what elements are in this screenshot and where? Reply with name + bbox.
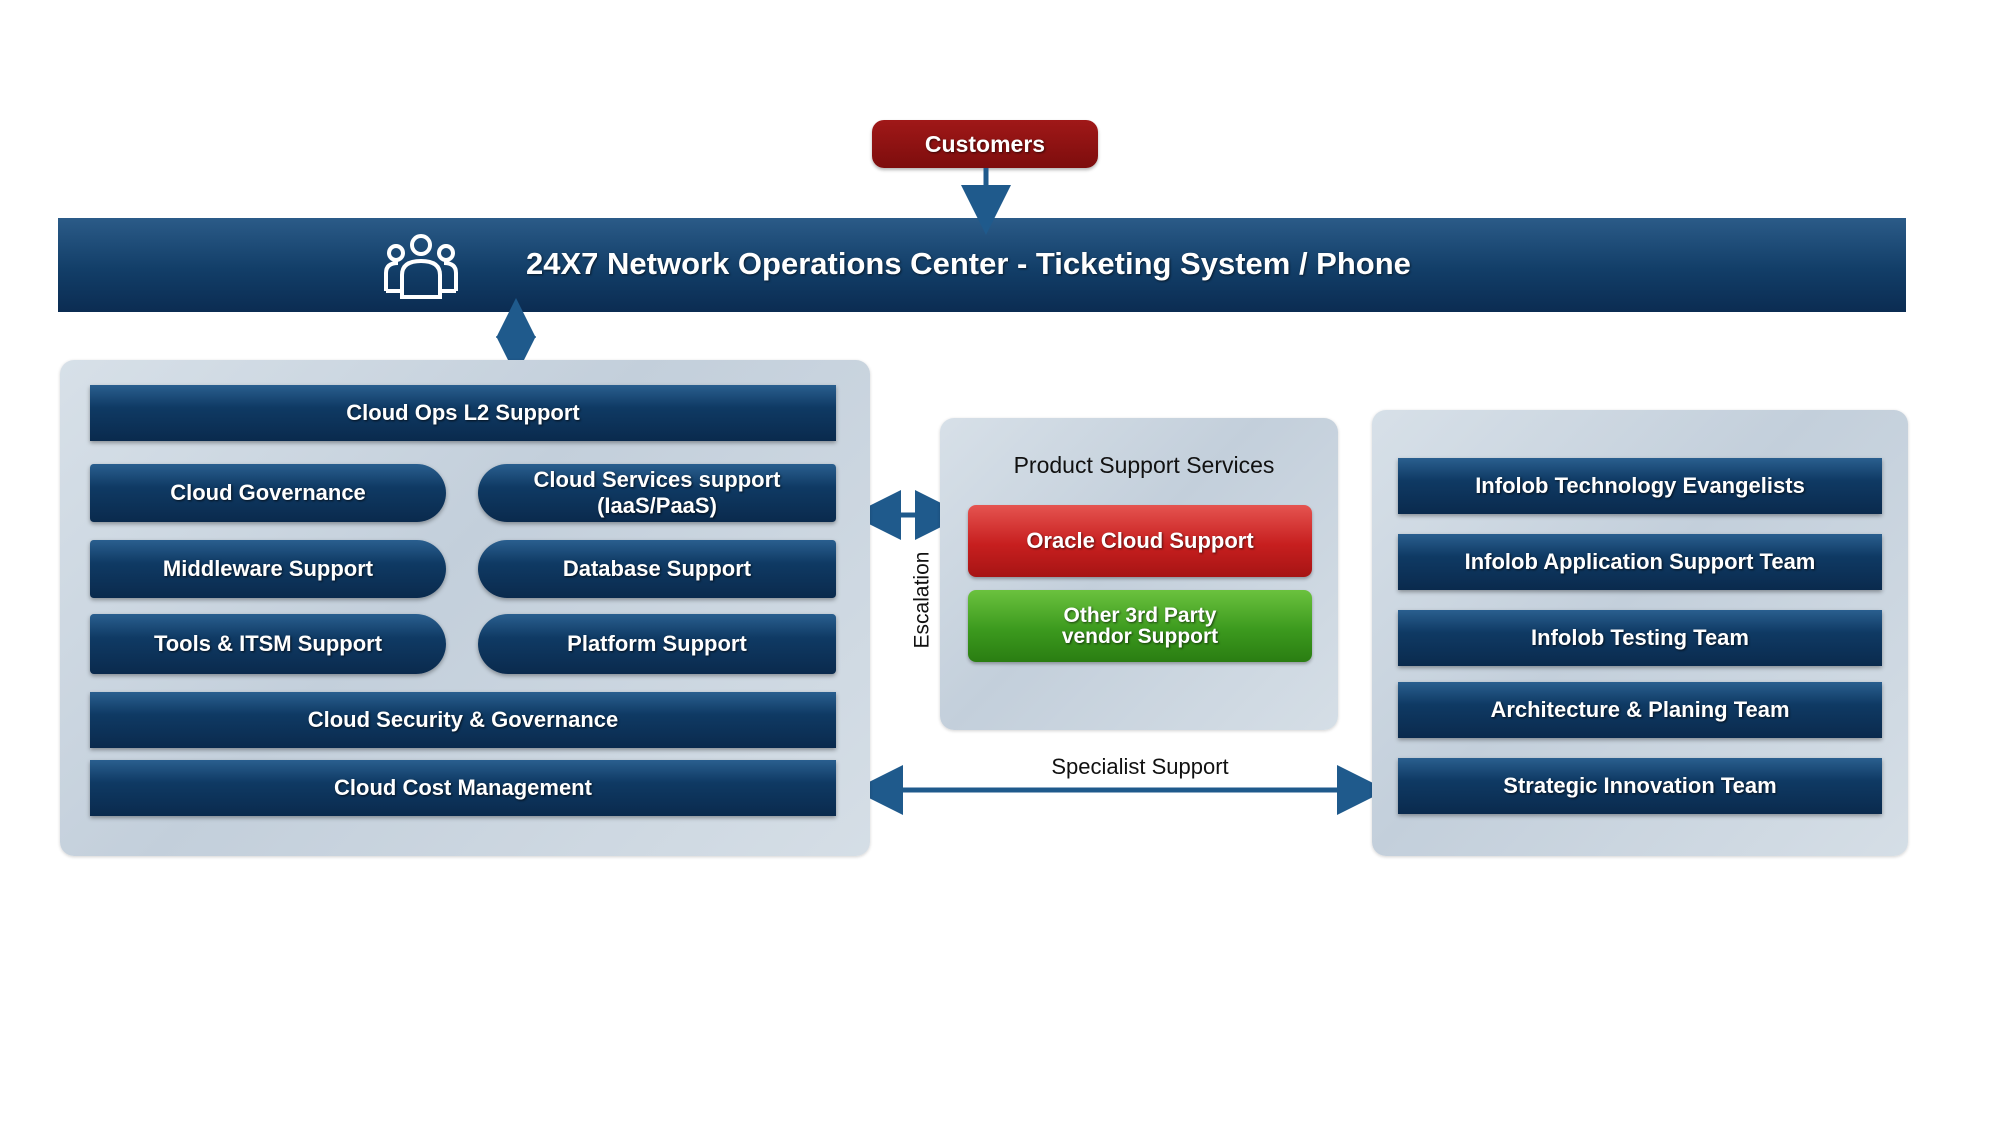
team-label: Strategic Innovation Team [1503,773,1777,798]
cloud-services-support-box: Cloud Services support (IaaS/PaaS) [478,464,836,522]
escalation-label: Escalation [910,551,934,649]
other-vendor-support-box: Other 3rd Party vendor Support [968,590,1312,662]
product-support-title: Product Support Services [1013,452,1275,478]
cloud-security-governance-label: Cloud Security & Governance [307,707,619,732]
platform-support-label: Platform Support [567,631,747,656]
people-group-icon [378,231,464,301]
cloud-security-governance-box: Cloud Security & Governance [90,692,836,748]
oracle-cloud-support-box: Oracle Cloud Support [968,505,1312,577]
other-vendor-line2: vendor Support [1061,625,1219,648]
team-item: Strategic Innovation Team [1398,758,1882,814]
escalation-label-wrap: Escalation [906,545,938,655]
team-label: Infolob Technology Evangelists [1475,473,1805,498]
cloud-cost-management-label: Cloud Cost Management [334,775,592,800]
middleware-support-label: Middleware Support [162,556,374,581]
team-label: Infolob Application Support Team [1464,549,1816,574]
oracle-cloud-support-label: Oracle Cloud Support [1026,528,1254,553]
cloud-governance-box: Cloud Governance [90,464,446,522]
tools-itsm-support-box: Tools & ITSM Support [90,614,446,674]
team-item: Infolob Application Support Team [1398,534,1882,590]
customers-box: Customers [872,120,1098,168]
cloud-services-support-label: Cloud Services support (IaaS/PaaS) [533,467,781,518]
middleware-support-box: Middleware Support [90,540,446,598]
team-label: Infolob Testing Team [1531,625,1749,650]
team-item: Infolob Testing Team [1398,610,1882,666]
other-vendor-line1: Other 3rd Party [1063,604,1217,627]
tools-itsm-support-label: Tools & ITSM Support [153,631,383,656]
database-support-box: Database Support [478,540,836,598]
cloud-cost-management-box: Cloud Cost Management [90,760,836,816]
cloud-governance-label: Cloud Governance [170,480,366,505]
database-support-label: Database Support [562,556,752,581]
cloud-ops-l2-label: Cloud Ops L2 Support [346,400,580,425]
platform-support-box: Platform Support [478,614,836,674]
team-label: Architecture & Planing Team [1490,697,1790,722]
noc-title: 24X7 Network Operations Center - Ticketi… [526,246,1411,281]
team-item: Architecture & Planing Team [1398,682,1882,738]
specialist-support-label: Specialist Support [1051,754,1229,779]
noc-banner: 24X7 Network Operations Center - Ticketi… [58,218,1906,312]
customers-label: Customers [924,130,1046,157]
team-item: Infolob Technology Evangelists [1398,458,1882,514]
cloud-ops-l2-header: Cloud Ops L2 Support [90,385,836,441]
